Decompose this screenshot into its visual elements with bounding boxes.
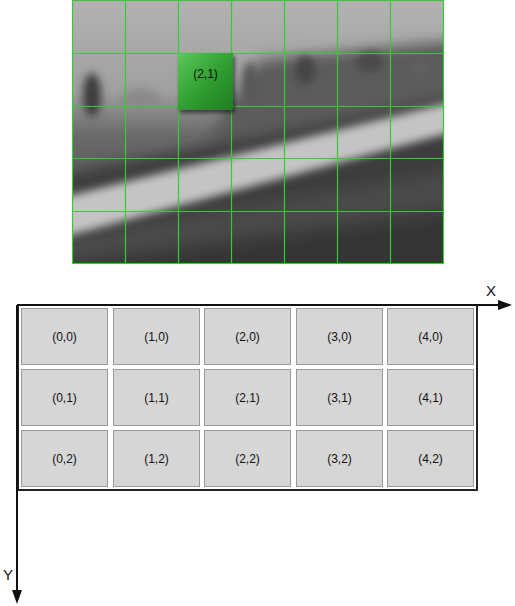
coordinate-label: (2,2) [235, 452, 260, 466]
coordinate-label: (0,2) [52, 452, 77, 466]
grid-lines [72, 0, 444, 264]
pixel-cell: (0,0) [21, 308, 108, 365]
axes [12, 300, 512, 604]
coordinate-label: (0,1) [52, 391, 77, 405]
pixel-cell: (1,2) [113, 430, 200, 487]
coordinate-label: (4,2) [418, 452, 443, 466]
coordinate-label: (2,0) [235, 330, 260, 344]
coordinate-label: (0,0) [52, 330, 77, 344]
coordinate-label: (2,1) [193, 67, 218, 81]
coordinate-label: (3,2) [327, 452, 352, 466]
pixel-cell: (0,2) [21, 430, 108, 487]
coordinate-label: (1,1) [144, 391, 169, 405]
pixel-cell: (1,1) [113, 369, 200, 426]
coordinate-label: (3,1) [327, 391, 352, 405]
coordinate-label: (2,1) [235, 391, 260, 405]
axis-label: Y [3, 566, 13, 583]
pixel-cell: (1,0) [113, 308, 200, 365]
pixel-cell: (2,2) [204, 430, 291, 487]
pixel-cell: (4,0) [387, 308, 474, 365]
coordinate-label: (1,0) [144, 330, 169, 344]
pixel-cell: (3,1) [296, 369, 383, 426]
pixel-cell: (3,0) [296, 308, 383, 365]
pixel-cell: (0,1) [21, 369, 108, 426]
coordinate-label: (4,0) [418, 330, 443, 344]
pixel-cell: (3,2) [296, 430, 383, 487]
pixel-cell: (4,2) [387, 430, 474, 487]
pixel-cell: (2,1) [204, 369, 291, 426]
pixel-cell: (4,1) [387, 369, 474, 426]
highlighted-pixel: (2,1) [178, 53, 233, 110]
coordinate-label: (3,0) [327, 330, 352, 344]
grayscale-photo [72, 0, 444, 264]
axis-label: X [486, 282, 496, 299]
coordinate-label: (1,2) [144, 452, 169, 466]
pixel-cell: (2,0) [204, 308, 291, 365]
pixel-grid-frame [18, 305, 477, 490]
coordinate-label: (4,1) [418, 391, 443, 405]
